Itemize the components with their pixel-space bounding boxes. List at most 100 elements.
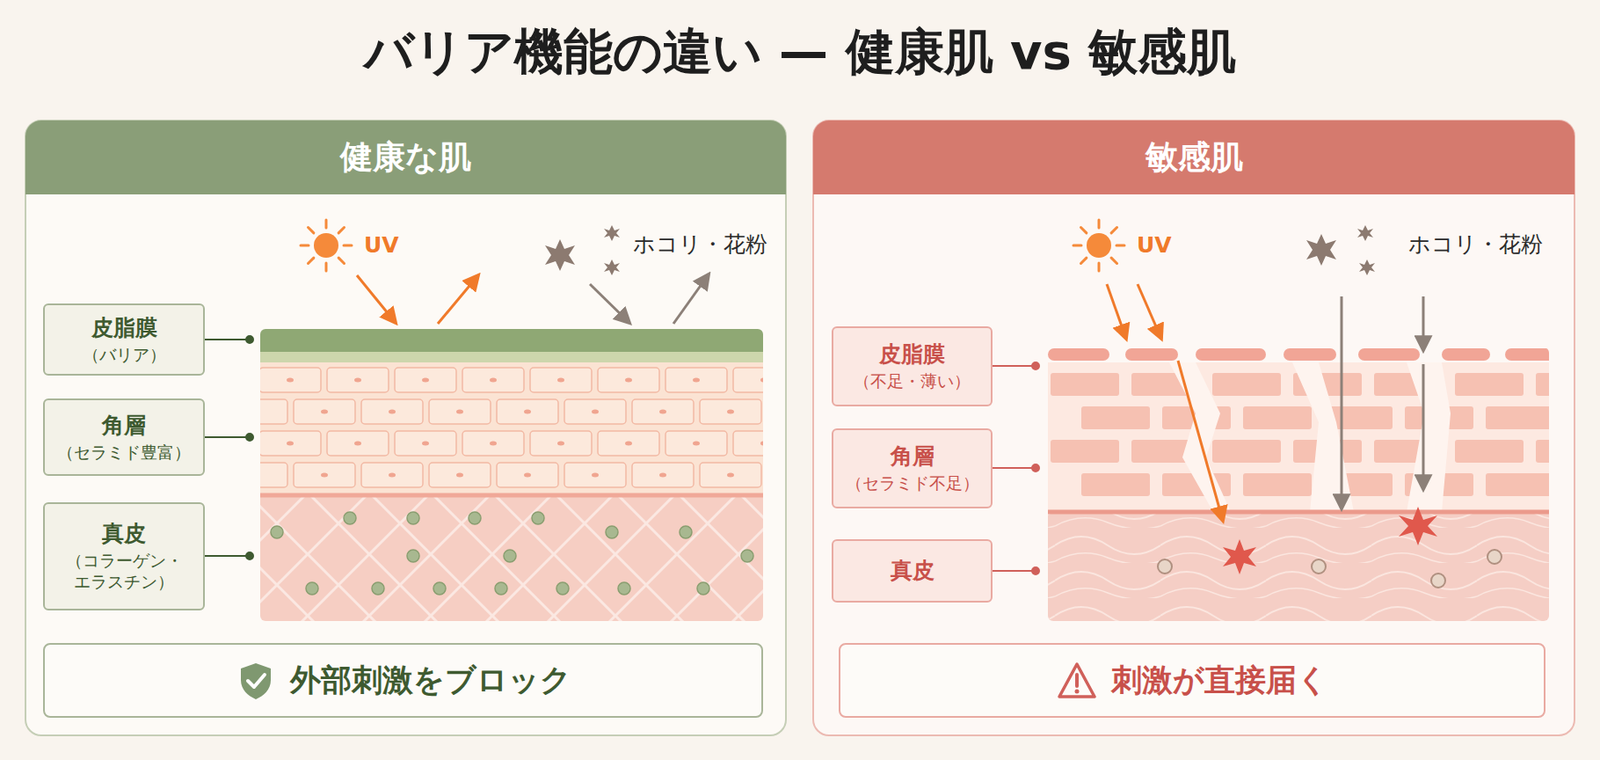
layer-note: （セラミド不足） <box>845 472 980 495</box>
sun-ray <box>325 219 328 228</box>
result-box: 外部刺激をブロック <box>43 642 764 718</box>
layer-name: 角層 <box>890 442 935 470</box>
sun-core <box>313 232 339 258</box>
cell <box>394 430 457 456</box>
cell-nucleus <box>421 378 430 383</box>
panel: 敏感肌皮脂膜（不足・薄い） 角層（セラミド不足） 真皮刺激が直接届く <box>813 120 1575 735</box>
brick-cell <box>1243 472 1312 496</box>
panel-heading: 健康な肌 <box>25 120 786 195</box>
layer-label-box: 真皮（コラーゲン・ エラスチン） <box>43 501 205 611</box>
cell-nucleus <box>625 441 633 446</box>
fiber-dot <box>494 581 508 595</box>
cell <box>564 462 626 488</box>
sun-ray <box>1116 244 1125 248</box>
brick-cell <box>1050 439 1120 463</box>
sebum-piece <box>1505 348 1550 361</box>
cell-nucleus <box>421 441 430 446</box>
fiber-dot <box>1431 573 1446 588</box>
cell <box>327 367 389 393</box>
fiber-dot <box>1487 549 1502 564</box>
cell-nucleus <box>591 472 599 478</box>
cell <box>632 399 694 424</box>
cell <box>699 462 762 488</box>
layer-name: 真皮 <box>890 556 935 584</box>
cell-nucleus <box>489 378 497 383</box>
uv-label: UV <box>1136 231 1172 259</box>
dust-label: ホコリ・花粉 <box>1408 230 1543 258</box>
layer-note: （不足・薄い） <box>853 370 971 393</box>
fiber-dot <box>697 581 710 595</box>
brick-cell <box>1050 372 1120 396</box>
fiber-dot <box>618 581 631 595</box>
sun-ray <box>1073 244 1082 248</box>
sun-ray <box>325 262 328 271</box>
cell <box>462 367 524 393</box>
cell <box>733 430 764 456</box>
shield-shape <box>240 662 271 699</box>
cell <box>597 367 660 393</box>
cell-nucleus <box>286 378 294 383</box>
cell-nucleus <box>489 441 497 446</box>
cell-nucleus <box>557 441 565 446</box>
fiber-dot <box>741 549 754 562</box>
layer-label-box: 真皮 <box>831 538 993 603</box>
sun-ray <box>1111 257 1117 263</box>
cell-nucleus <box>456 409 464 415</box>
cell <box>429 462 491 488</box>
sun-ray <box>300 244 309 248</box>
sun-core <box>1086 232 1112 258</box>
cell <box>394 367 457 393</box>
cell-nucleus <box>591 409 599 415</box>
cell <box>260 462 288 488</box>
cell <box>293 462 356 488</box>
brick-cell <box>1535 372 1550 396</box>
layer-name: 皮脂膜 <box>879 340 946 368</box>
warning-bar <box>1075 674 1079 686</box>
cell <box>462 430 524 456</box>
fiber-dot <box>556 581 569 595</box>
sebum-piece <box>1358 348 1420 361</box>
fiber-dot <box>468 511 481 524</box>
cell <box>530 367 592 393</box>
cell <box>496 462 559 488</box>
fiber-dot <box>1311 559 1326 574</box>
shield-icon <box>235 660 277 701</box>
layer-note: （コラーゲン・ エラスチン） <box>51 550 197 593</box>
cell <box>293 399 356 424</box>
sun-ray <box>1098 262 1101 271</box>
cell <box>733 367 764 393</box>
cell-nucleus <box>659 472 667 478</box>
cell <box>564 399 626 424</box>
fiber-dot <box>343 511 357 524</box>
brick-cell <box>1535 439 1550 463</box>
sun-ray <box>1111 226 1117 233</box>
sun-ray <box>343 244 352 248</box>
cell-nucleus <box>625 378 633 383</box>
cell <box>260 430 321 456</box>
sun-ray <box>1098 219 1101 228</box>
layer-label-box: 角層 （セラミド豊富） <box>43 398 205 476</box>
cell <box>632 462 694 488</box>
sebum-piece <box>1441 348 1491 361</box>
cell-nucleus <box>557 378 565 383</box>
result-box: 刺激が直接届く <box>838 642 1546 718</box>
cell <box>260 399 288 424</box>
cell-nucleus <box>388 409 396 415</box>
brick-cell <box>1212 439 1281 463</box>
cell <box>665 367 728 393</box>
cell-nucleus <box>320 409 328 415</box>
cell-nucleus <box>388 472 396 478</box>
sun-ray <box>338 226 344 233</box>
fiber-dot <box>679 525 692 539</box>
dust-label: ホコリ・花粉 <box>632 230 768 258</box>
fiber-dot <box>407 549 420 562</box>
panel-heading: 敏感肌 <box>813 120 1575 195</box>
fiber-dot <box>371 581 385 595</box>
fiber-dot <box>305 581 319 595</box>
layer-name: 角層 <box>101 411 146 439</box>
cell-nucleus <box>286 441 294 446</box>
cell-nucleus <box>760 378 764 383</box>
result-text: 刺激が直接届く <box>1111 661 1329 700</box>
fiber-dot <box>503 549 517 562</box>
layer-note: （セラミド豊富） <box>57 442 191 464</box>
